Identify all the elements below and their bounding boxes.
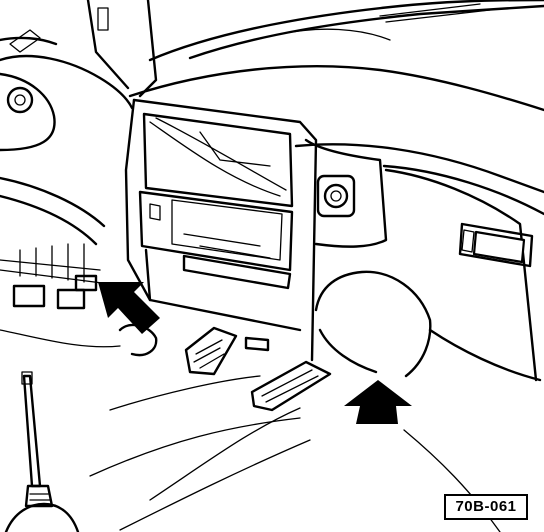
dashboard-top — [128, 0, 544, 216]
knee-bolster — [314, 270, 542, 382]
pedals — [184, 326, 332, 412]
floor-lines — [89, 375, 501, 532]
center-console — [124, 98, 318, 362]
fuse-box — [0, 243, 158, 357]
gear-lever — [4, 371, 80, 532]
door-pillar — [0, 0, 158, 110]
figure-code-label: 70B-061 — [444, 494, 528, 520]
arrow-up-left-icon — [98, 282, 160, 334]
arrow-up-icon — [344, 380, 412, 424]
left-instrument-area — [0, 72, 106, 246]
right-panel — [304, 138, 538, 382]
